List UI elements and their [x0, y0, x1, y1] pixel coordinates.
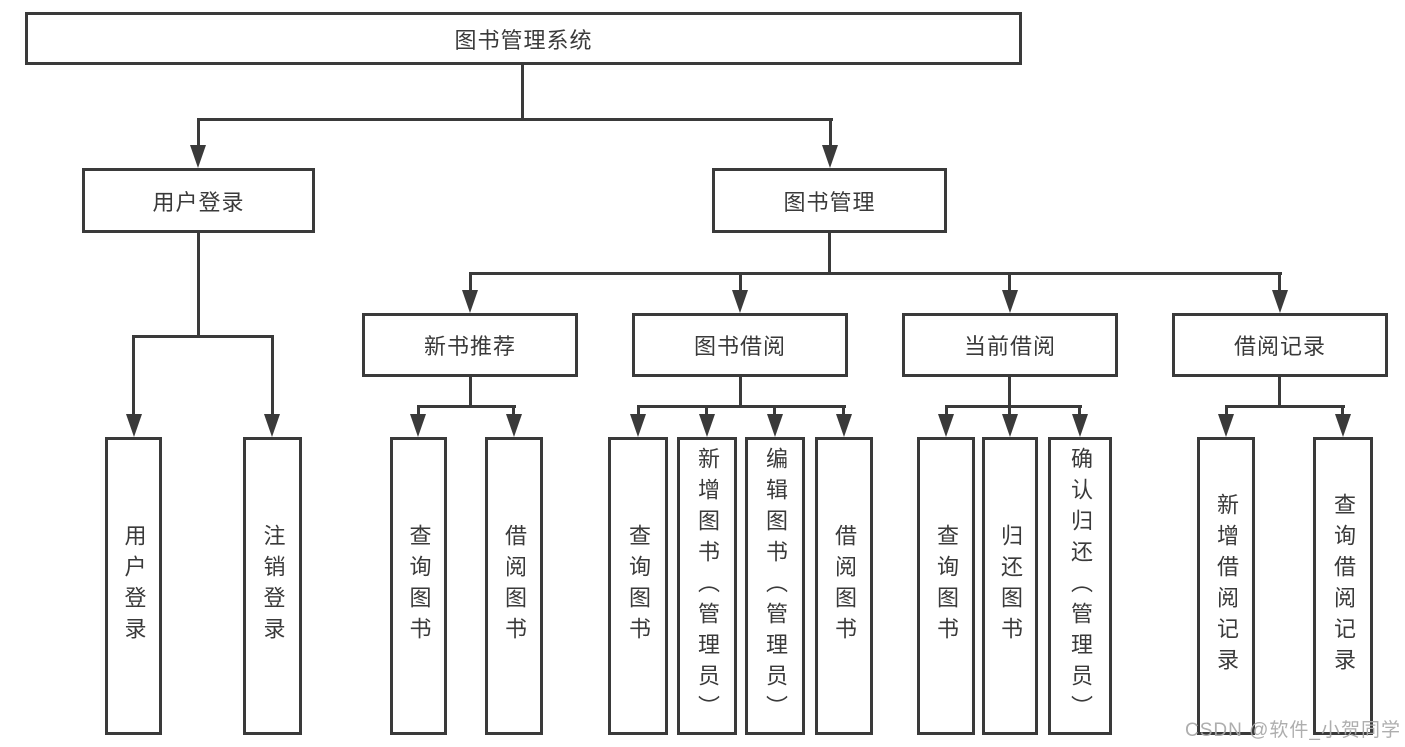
connector-line [469, 272, 472, 295]
connector-line [417, 405, 516, 408]
leaf-logout: 注销登录 [243, 437, 302, 735]
connector-line [132, 335, 135, 418]
connector-line [521, 65, 524, 121]
connector-line [469, 377, 472, 408]
arrowhead-down-icon [836, 414, 852, 437]
leaf-query-books-recommend: 查询图书 [390, 437, 447, 735]
leaf-borrow-books-recommend: 借阅图书 [485, 437, 543, 735]
connector-line [1341, 405, 1344, 418]
leaf-query-borrow-record-label: 查询借阅记录 [1331, 493, 1356, 679]
leaf-query-books-current-label: 查询图书 [934, 524, 959, 648]
arrowhead-down-icon [938, 414, 954, 437]
connector-line [271, 335, 274, 418]
leaf-add-borrow-record-label: 新增借阅记录 [1214, 493, 1239, 679]
node-root: 图书管理系统 [25, 12, 1022, 65]
connector-line [1278, 272, 1281, 295]
node-current-borrowing: 当前借阅 [902, 313, 1118, 377]
leaf-borrow-books: 借阅图书 [815, 437, 873, 735]
connector-line [1278, 377, 1281, 408]
connector-line [829, 118, 832, 150]
connector-line [1078, 405, 1081, 418]
arrowhead-down-icon [126, 414, 142, 437]
leaf-query-books-borrowing: 查询图书 [608, 437, 668, 735]
connector-line [773, 405, 776, 418]
arrowhead-down-icon [822, 145, 838, 168]
connector-line [828, 233, 831, 275]
node-new-book-recommend-label: 新书推荐 [423, 334, 516, 359]
arrowhead-down-icon [462, 290, 478, 313]
leaf-borrow-books-recommend-label: 借阅图书 [502, 524, 527, 648]
arrowhead-down-icon [1335, 414, 1351, 437]
connector-line [945, 405, 948, 418]
leaf-add-books-admin: 新增图书（管理员） [677, 437, 737, 735]
arrowhead-down-icon [1002, 414, 1018, 437]
arrowhead-down-icon [699, 414, 715, 437]
connector-line [842, 405, 845, 418]
connector-line [1008, 377, 1011, 408]
leaf-logout-label: 注销登录 [260, 524, 286, 648]
node-book-borrowing: 图书借阅 [632, 313, 848, 377]
arrowhead-down-icon [732, 290, 748, 313]
leaf-edit-books-admin: 编辑图书（管理员） [745, 437, 805, 735]
connector-line [637, 405, 640, 418]
connector-line [132, 335, 274, 338]
arrowhead-down-icon [1218, 414, 1234, 437]
arrowhead-down-icon [630, 414, 646, 437]
arrowhead-down-icon [190, 145, 206, 168]
node-current-borrowing-label: 当前借阅 [963, 334, 1056, 359]
arrowhead-down-icon [506, 414, 522, 437]
connector-line [637, 405, 846, 408]
connector-line [1008, 272, 1011, 295]
arrowhead-down-icon [410, 414, 426, 437]
leaf-add-books-admin-label: 新增图书（管理员） [695, 446, 720, 726]
connector-line [512, 405, 515, 418]
node-user-login-label: 用户登录 [152, 189, 245, 215]
node-book-borrowing-label: 图书借阅 [693, 334, 786, 359]
connector-line [739, 272, 742, 295]
node-borrowing-records: 借阅记录 [1172, 313, 1388, 377]
node-new-book-recommend: 新书推荐 [362, 313, 578, 377]
connector-line [469, 272, 1282, 275]
node-book-management-label: 图书管理 [783, 189, 876, 215]
arrowhead-down-icon [1272, 290, 1288, 313]
connector-line [1225, 405, 1345, 408]
node-book-management: 图书管理 [712, 168, 947, 233]
leaf-user-login: 用户登录 [105, 437, 162, 735]
leaf-query-books-recommend-label: 查询图书 [406, 524, 432, 648]
arrowhead-down-icon [264, 414, 280, 437]
leaf-query-books-borrowing-label: 查询图书 [626, 524, 651, 648]
csdn-watermark: CSDN @软件_小贺同学 [1185, 720, 1401, 741]
leaf-user-login-label: 用户登录 [121, 524, 147, 648]
connector-line [197, 233, 200, 338]
arrowhead-down-icon [767, 414, 783, 437]
connector-line [1225, 405, 1228, 418]
connector-line [197, 118, 833, 121]
connector-line [417, 405, 420, 418]
connector-line [197, 118, 200, 150]
leaf-confirm-return-admin: 确认归还（管理员） [1048, 437, 1112, 735]
leaf-edit-books-admin-label: 编辑图书（管理员） [763, 446, 788, 726]
arrowhead-down-icon [1002, 290, 1018, 313]
arrowhead-down-icon [1072, 414, 1088, 437]
node-user-login: 用户登录 [82, 168, 315, 233]
connector-line [705, 405, 708, 418]
leaf-query-borrow-record: 查询借阅记录 [1313, 437, 1373, 735]
leaf-borrow-books-label: 借阅图书 [832, 524, 857, 648]
node-borrowing-records-label: 借阅记录 [1233, 334, 1326, 359]
connector-line [945, 405, 1082, 408]
connector-line [1008, 405, 1011, 418]
leaf-return-books: 归还图书 [982, 437, 1038, 735]
node-root-label: 图书管理系统 [454, 27, 593, 53]
connector-line [739, 377, 742, 408]
leaf-return-books-label: 归还图书 [998, 524, 1023, 648]
leaf-confirm-return-admin-label: 确认归还（管理员） [1068, 446, 1093, 726]
leaf-add-borrow-record: 新增借阅记录 [1197, 437, 1255, 735]
leaf-query-books-current: 查询图书 [917, 437, 975, 735]
